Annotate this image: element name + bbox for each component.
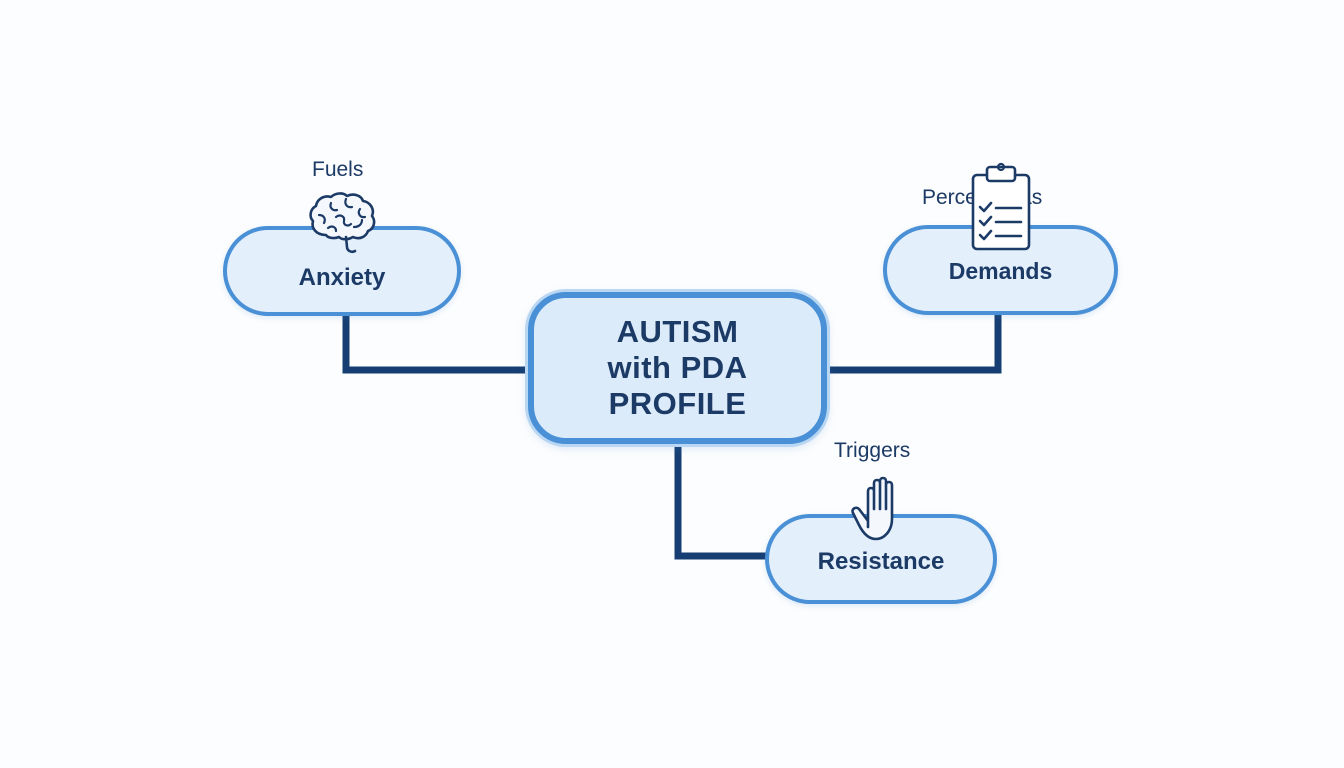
resistance-node-label: Resistance bbox=[817, 547, 945, 575]
connector-demands bbox=[824, 311, 1002, 374]
center-node-label: AUTISM with PDA PROFILE bbox=[607, 313, 748, 422]
hand-icon bbox=[851, 476, 894, 541]
demands-node-label: Demands bbox=[948, 258, 1053, 285]
connector-resistance bbox=[674, 441, 768, 560]
center-node: AUTISM with PDA PROFILE bbox=[528, 292, 827, 444]
relation-label-fuels: Fuels bbox=[312, 158, 364, 181]
connector-anxiety bbox=[342, 312, 531, 374]
relation-label-triggers: Triggers bbox=[834, 439, 911, 462]
brain-icon bbox=[309, 192, 376, 254]
clipboard-icon bbox=[971, 162, 1031, 251]
anxiety-node-label: Anxiety bbox=[298, 263, 386, 291]
